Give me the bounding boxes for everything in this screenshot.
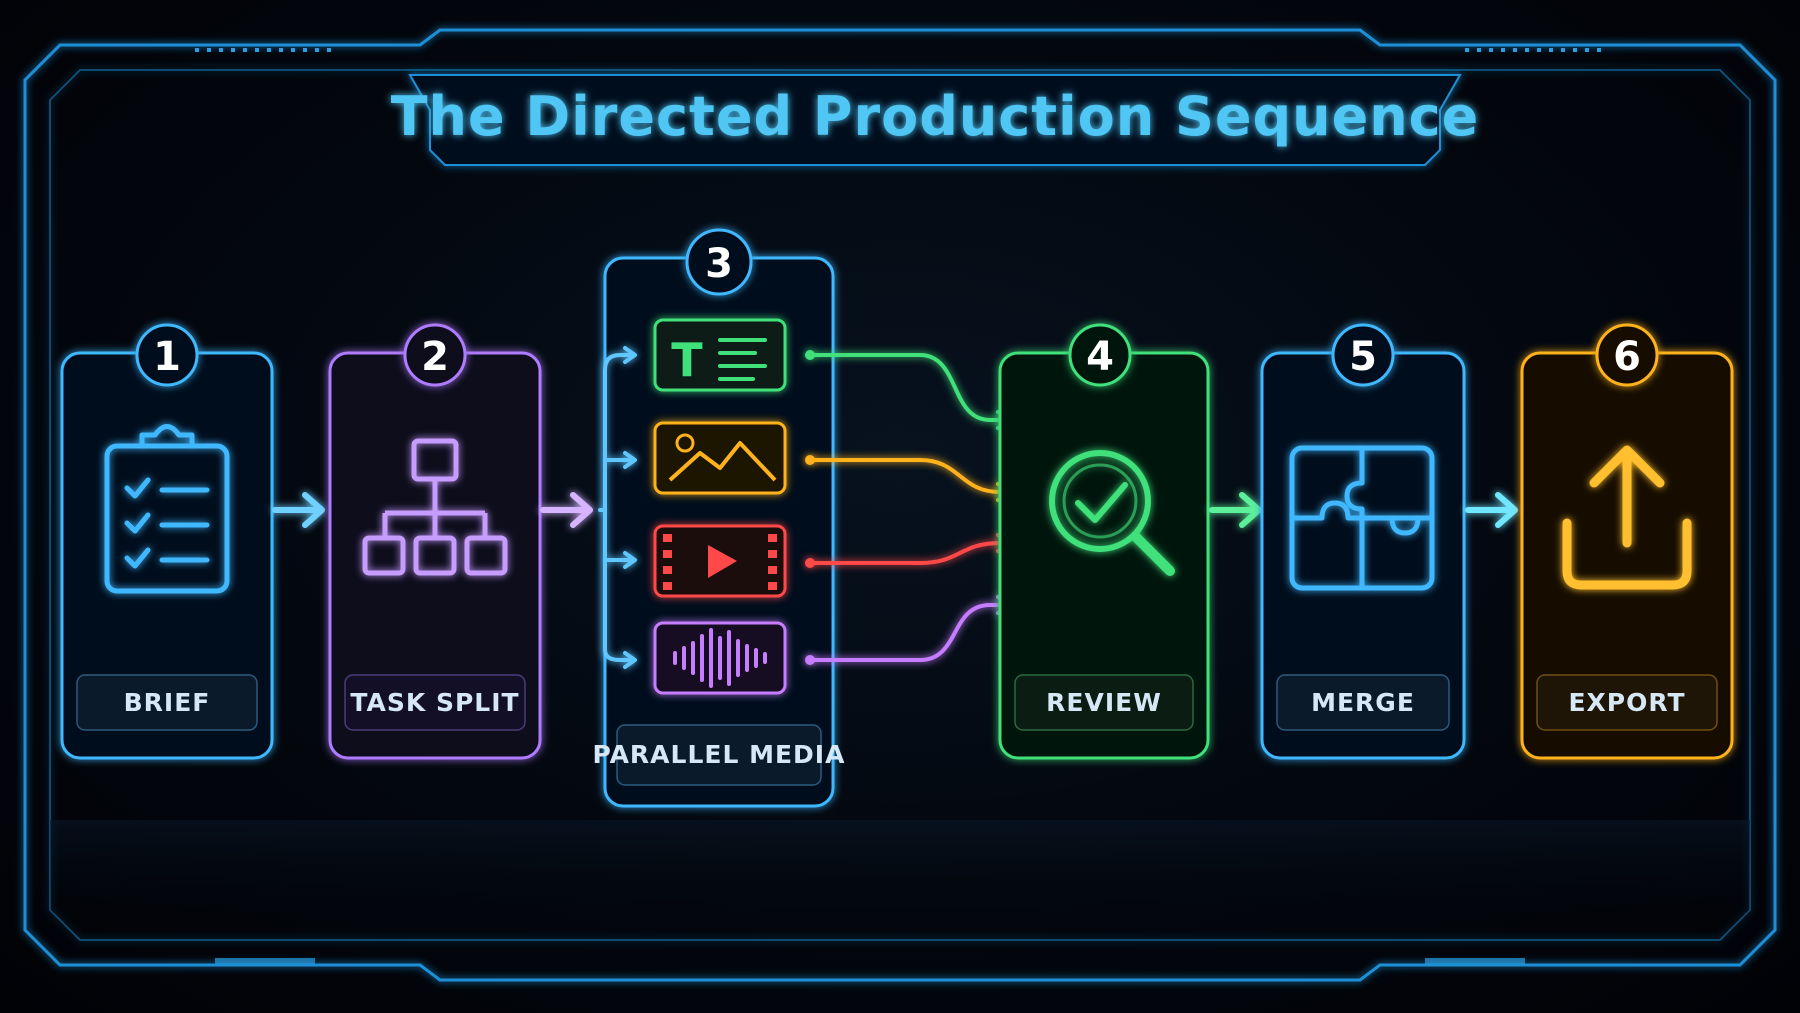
- step-card-merge[interactable]: MERGE: [1260, 351, 1466, 760]
- branch-connector: [598, 346, 637, 669]
- step-card-review[interactable]: REVIEW: [998, 351, 1210, 760]
- svg-text:5: 5: [1349, 334, 1377, 380]
- puzzle-icon: [1289, 445, 1435, 591]
- svg-text:2: 2: [421, 334, 449, 380]
- flow-arrow: [1465, 492, 1518, 528]
- step-badge-2: 2: [403, 323, 467, 387]
- step-card-parallel-media[interactable]: PARALLEL MEDIA T: [593, 256, 846, 808]
- svg-text:1: 1: [153, 334, 181, 380]
- svg-text:3: 3: [705, 241, 733, 287]
- step-label: REVIEW: [1046, 688, 1162, 717]
- svg-text:4: 4: [1086, 334, 1114, 380]
- flow-arrow: [1209, 492, 1262, 528]
- step-badge-5: 5: [1331, 323, 1395, 387]
- step-label: TASK SPLIT: [350, 688, 519, 717]
- step-label: PARALLEL MEDIA: [593, 740, 846, 769]
- flow-image: [805, 455, 1014, 502]
- audio-waveform-icon: [653, 621, 787, 695]
- upload-icon: [1562, 445, 1692, 590]
- frame-dots: [195, 48, 1601, 964]
- text-icon: T: [653, 318, 787, 392]
- page-title: The Directed Production Sequence: [391, 85, 1480, 148]
- svg-text:6: 6: [1613, 334, 1641, 380]
- floor-reflection: [50, 820, 1750, 940]
- step-card-task-split[interactable]: TASK SPLIT: [328, 351, 542, 760]
- step-badge-3: 3: [685, 228, 753, 296]
- flow-arrow: [540, 492, 593, 528]
- clipboard-checklist-icon: [104, 424, 230, 594]
- title-plate: The Directed Production Sequence: [391, 74, 1480, 166]
- step-badge-1: 1: [135, 323, 199, 387]
- step-badge-4: 4: [1068, 323, 1132, 387]
- step-label: MERGE: [1311, 688, 1415, 717]
- flow-video: [805, 533, 1014, 568]
- step-card-brief[interactable]: BRIEF: [60, 351, 274, 760]
- step-badge-6: 6: [1595, 323, 1659, 387]
- flow-arrow: [272, 492, 325, 528]
- step-label: EXPORT: [1568, 688, 1685, 717]
- svg-text:T: T: [671, 333, 703, 387]
- flow-audio: [805, 595, 1014, 665]
- flow-text: [805, 350, 1014, 430]
- image-icon: [653, 421, 787, 495]
- step-label: BRIEF: [124, 688, 211, 717]
- step-card-export[interactable]: EXPORT: [1520, 351, 1734, 760]
- hierarchy-icon: [362, 438, 508, 576]
- video-icon: [653, 524, 787, 598]
- magnifier-check-icon: [1049, 450, 1175, 576]
